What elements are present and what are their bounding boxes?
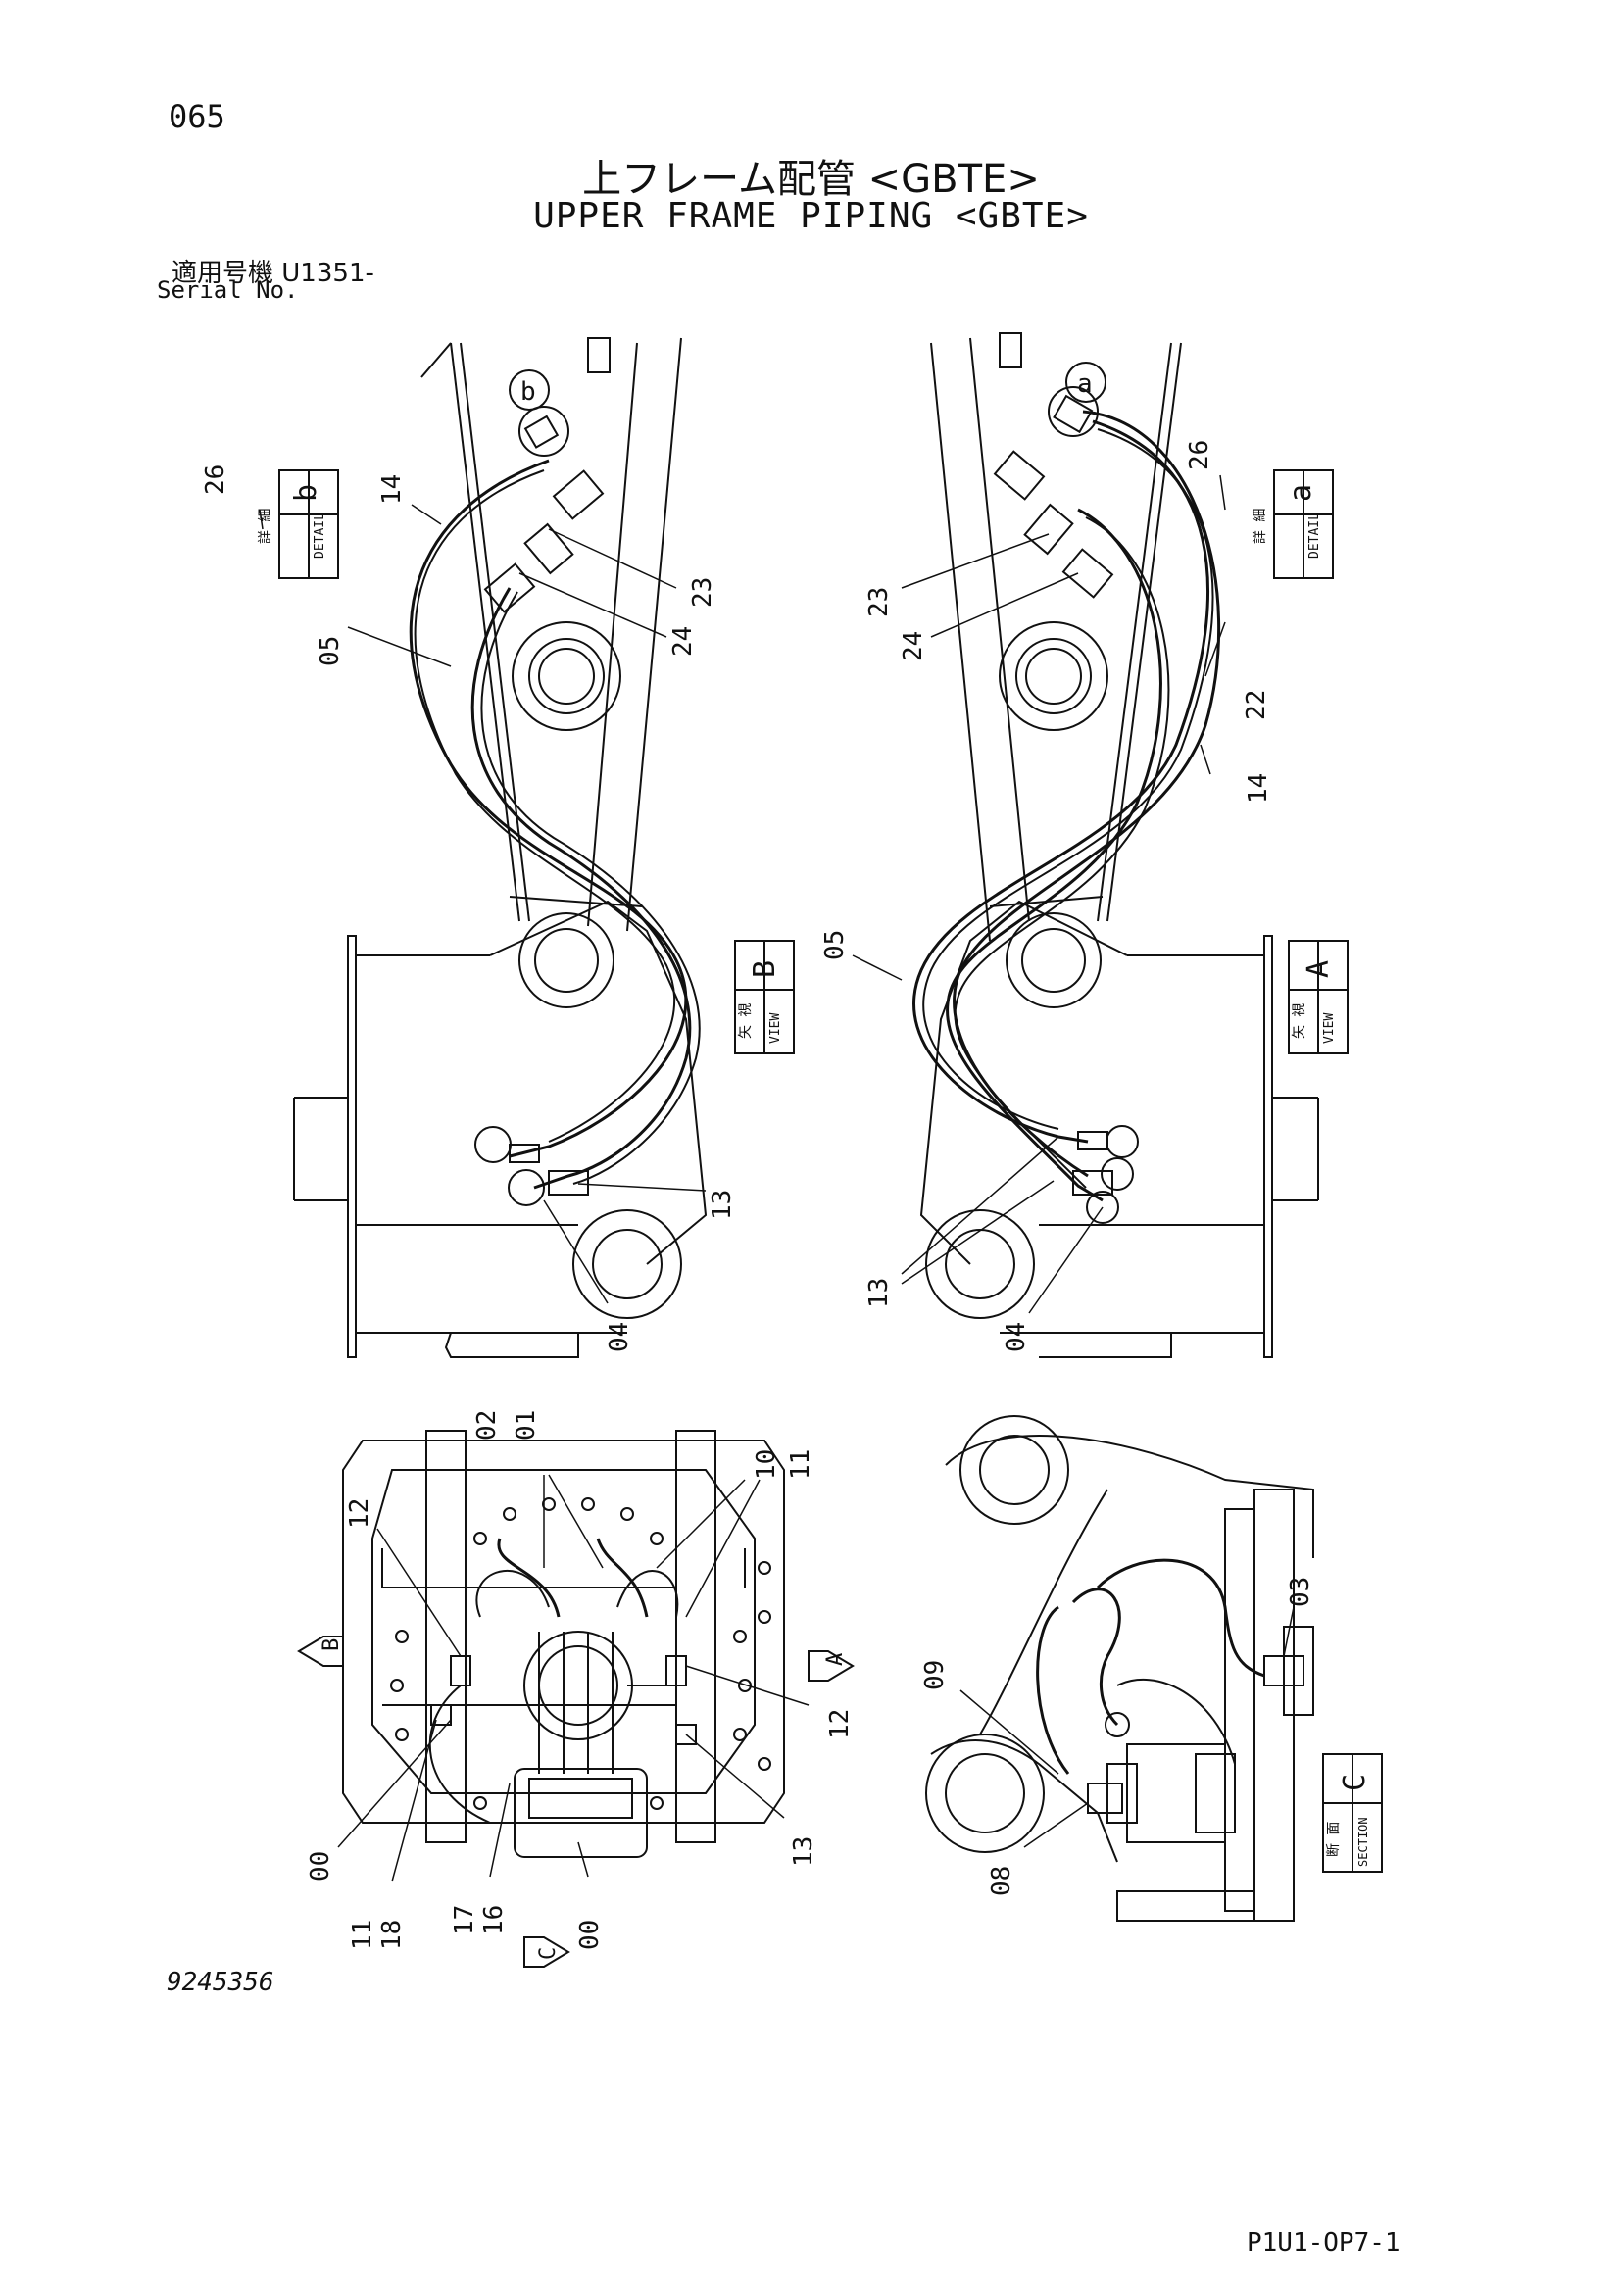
view-a-letter: A [1302, 960, 1336, 978]
view-b-letter: B [748, 960, 782, 978]
callout-04-left: 04 [605, 1322, 634, 1352]
callout-05-left: 05 [316, 636, 345, 666]
callout-13-left: 13 [708, 1190, 737, 1220]
title-english: UPPER FRAME PIPING <GBTE> [533, 196, 1089, 236]
callout-23-left: 23 [688, 577, 717, 608]
view-arrow-c-label: C [536, 1947, 561, 1960]
detail-a-en: DETAIL [1307, 513, 1322, 559]
section-c [925, 1415, 1314, 1922]
callout-00-bottom: 00 [575, 1920, 605, 1950]
callout-26-right: 26 [1185, 440, 1214, 470]
callout-13-right: 13 [864, 1278, 894, 1308]
callout-04-right: 04 [1002, 1322, 1031, 1352]
callout-08: 08 [987, 1866, 1016, 1896]
section-c-box: 断 面 SECTION C [1322, 1753, 1383, 1873]
callout-22-right: 22 [1242, 690, 1271, 720]
serial-value: U1351- [281, 259, 374, 288]
detail-b-box: 詳 細 DETAIL b [258, 469, 339, 579]
detail-a-letter: a [1284, 484, 1318, 502]
part-callouts: 26 14 05 23 24 13 04 26 23 24 22 14 05 1… [201, 440, 1315, 1950]
detail-marker-a: a [1065, 362, 1106, 403]
top-view [342, 1430, 785, 1858]
detail-a-box: 詳 細 DETAIL a [1253, 469, 1334, 579]
callout-03: 03 [1286, 1577, 1315, 1607]
detail-a-jp: 詳 細 [1253, 509, 1268, 544]
callout-17: 17 [450, 1905, 479, 1935]
detail-marker-a-label: a [1077, 369, 1093, 399]
callout-10: 10 [752, 1449, 781, 1480]
callout-26-left: 26 [201, 464, 230, 495]
view-b-frame [293, 337, 708, 1358]
view-a-jp: 矢 視 [1292, 1003, 1307, 1039]
detail-b-letter: b [289, 484, 323, 502]
callout-01: 01 [512, 1410, 541, 1441]
callout-24-right: 24 [899, 631, 928, 661]
view-b-jp: 矢 視 [738, 1003, 754, 1039]
callout-02: 02 [472, 1410, 502, 1441]
view-arrow-a-label: A [823, 1653, 848, 1666]
page-code: P1U1-OP7-1 [1247, 2228, 1401, 2258]
view-arrow-b: B [297, 1636, 344, 1667]
section-c-jp: 断 面 [1326, 1822, 1342, 1857]
callout-18: 18 [377, 1920, 407, 1950]
view-arrow-c: C [523, 1936, 570, 1968]
bolt-holes [390, 1497, 771, 1810]
callout-14-right: 14 [1244, 773, 1273, 804]
serial-label-en: Serial No. [157, 276, 299, 304]
detail-b-jp: 詳 細 [258, 509, 273, 544]
view-a-box: 矢 視 VIEW A [1288, 940, 1349, 1054]
callout-00-left: 00 [306, 1851, 335, 1881]
callout-16: 16 [479, 1905, 509, 1935]
view-b-en: VIEW [768, 1013, 783, 1044]
section-c-en: SECTION [1356, 1817, 1370, 1867]
callout-12-right: 12 [825, 1709, 855, 1739]
callout-12-left: 12 [345, 1498, 374, 1529]
detail-marker-b: b [509, 369, 550, 411]
callout-13-bottom: 13 [789, 1836, 818, 1867]
view-a-en: VIEW [1322, 1013, 1337, 1044]
view-arrow-a: A [808, 1650, 855, 1682]
callout-05-right: 05 [820, 930, 850, 960]
callout-11-bottom: 11 [348, 1920, 377, 1950]
title-japanese: 上フレーム配管 <GBTE> [582, 157, 1040, 202]
callout-24-left: 24 [668, 626, 698, 657]
view-a-frame [912, 332, 1319, 1358]
callout-09: 09 [920, 1660, 950, 1690]
leader-lines [259, 474, 1295, 1882]
callout-14-left: 14 [377, 474, 407, 505]
serial-label-jp: 適用号機 [172, 259, 274, 288]
serial-label: 適用号機 U1351- [172, 253, 374, 289]
callout-23-right: 23 [864, 587, 894, 617]
detail-marker-b-label: b [520, 377, 536, 407]
drawing-number: 9245356 [167, 1968, 274, 1997]
detail-b-en: DETAIL [313, 513, 327, 559]
view-b-box: 矢 視 VIEW B [734, 940, 795, 1054]
page-number: 065 [169, 98, 225, 135]
callout-11-top: 11 [786, 1449, 815, 1480]
section-c-letter: C [1338, 1774, 1372, 1791]
view-arrow-b-label: B [319, 1638, 344, 1651]
